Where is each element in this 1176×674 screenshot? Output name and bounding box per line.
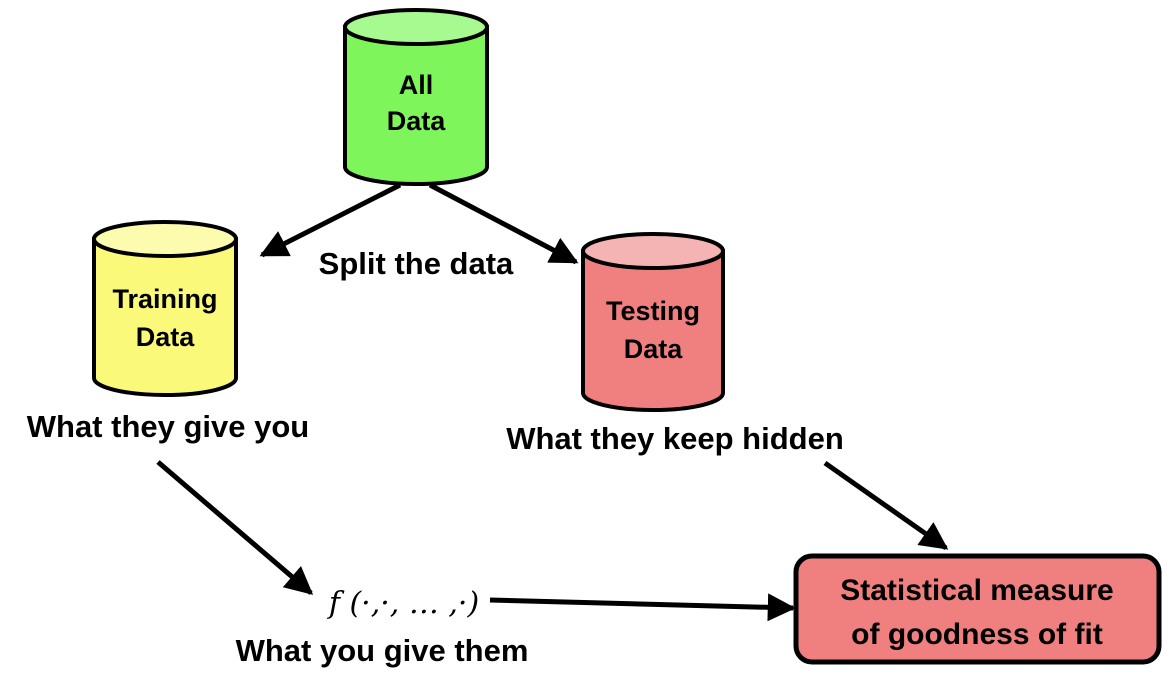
testing-data-cylinder: Testing Data [581,232,725,412]
testing-to-result-arrow [823,460,949,551]
split-arrow-left [259,182,402,258]
what-they-give-you-label: What they give you [27,409,309,444]
training-data-cylinder-body [92,237,238,397]
all-data-label-line1: All [399,70,434,100]
function-to-result-arrow [489,593,796,622]
training-data-cylinder: Training Data [92,220,238,397]
testing-data-label-line2: Data [624,334,684,364]
split-label: Split the data [319,246,514,281]
all-data-cylinder-body [343,25,489,186]
training-data-label-line2: Data [136,322,196,352]
training-data-label-line1: Training [112,284,217,314]
testing-data-label-line1: Testing [606,296,700,326]
goodness-of-fit-line1: Statistical measure [840,574,1113,607]
all-data-cylinder: All Data [343,8,489,186]
training-to-function-arrow [156,460,314,595]
function-expression: f (·,·, … ,·) [327,586,479,621]
training-data-cylinder-top [92,220,238,258]
goodness-of-fit-line2: of goodness of fit [851,618,1103,651]
what-you-give-them-label: What you give them [236,633,529,668]
goodness-of-fit-box: Statistical measure of goodness of fit [793,553,1162,665]
all-data-label-line2: Data [387,106,447,136]
testing-data-cylinder-top [581,232,725,270]
testing-data-cylinder-body [581,249,725,412]
all-data-cylinder-top [343,8,489,46]
goodness-of-fit-box-bg [793,553,1162,665]
split-arrow-right [428,182,579,265]
what-they-keep-hidden-label: What they keep hidden [506,421,844,456]
